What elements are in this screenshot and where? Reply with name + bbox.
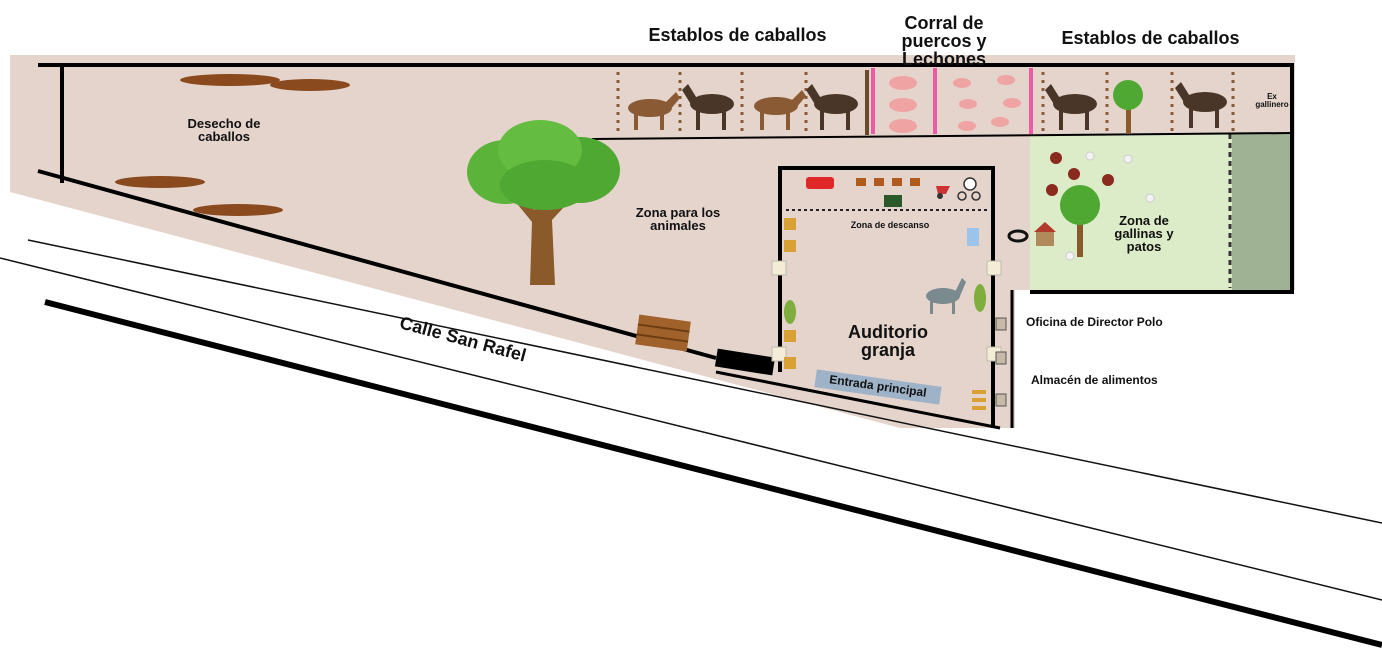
horse-icon [754,90,806,130]
wall-south-2 [715,370,1001,430]
street-line-3 [44,299,1382,648]
blackboard-icon [884,195,902,207]
heading-stables-left: Establos de caballos [648,25,827,45]
heading-stables-right: Establos de caballos [1061,28,1240,48]
gate [714,348,776,376]
label-ex-henhouse: Ex gallinero [1255,92,1289,109]
heading-pig-pen: Corral de puercos y Lechones [901,13,987,69]
bicycle-icon [957,177,981,201]
water-dispenser-icon [967,228,979,246]
poultry-yard-shade [1232,134,1290,290]
sofa-icon [806,177,834,189]
crate-icon [635,314,691,352]
plant-icons [784,284,986,324]
chair-icons [856,178,920,186]
poultry-tree-icon [1060,185,1100,257]
street-line-1 [27,239,1382,524]
pig-icons [889,75,1021,133]
donkey-icon [926,278,966,314]
horse-icon [628,92,680,130]
pig-pen-dividers [871,68,1033,134]
hen-icons [1046,152,1114,196]
wall-south [37,169,717,360]
duck-icons [1065,151,1155,261]
outer-wall [38,63,1294,294]
farm-ground [10,55,1295,428]
big-tree-icon [467,120,620,285]
shelf-icons [995,317,1007,407]
horse-icon [682,84,734,130]
stall-posts [616,72,1235,134]
wheelbarrow-icon [936,186,950,199]
entrance-sign [814,369,942,405]
horse-icon [806,84,858,130]
well-icon [1034,222,1056,246]
label-rest-zone: Zona de descanso [850,220,930,230]
horse-icon [1045,84,1097,130]
horse-icon [1175,82,1227,128]
hay-icons [784,218,986,410]
street-line-2 [0,257,1382,601]
label-horse-waste: Desecho de caballos [187,116,261,144]
label-auditorium: Auditorio granja [848,322,928,360]
label-director-office: Oficina de Director Polo [1026,315,1163,329]
manure-piles [115,74,350,216]
label-poultry-zone: Zona de gallinas y patos [1114,213,1174,254]
stable-front-wall [591,132,1293,140]
label-food-storage: Almacén de alimentos [1031,373,1158,387]
label-animal-zone: Zona para los animales [635,205,721,233]
small-tree-icon [1113,80,1143,134]
hose-icon [1007,229,1029,243]
